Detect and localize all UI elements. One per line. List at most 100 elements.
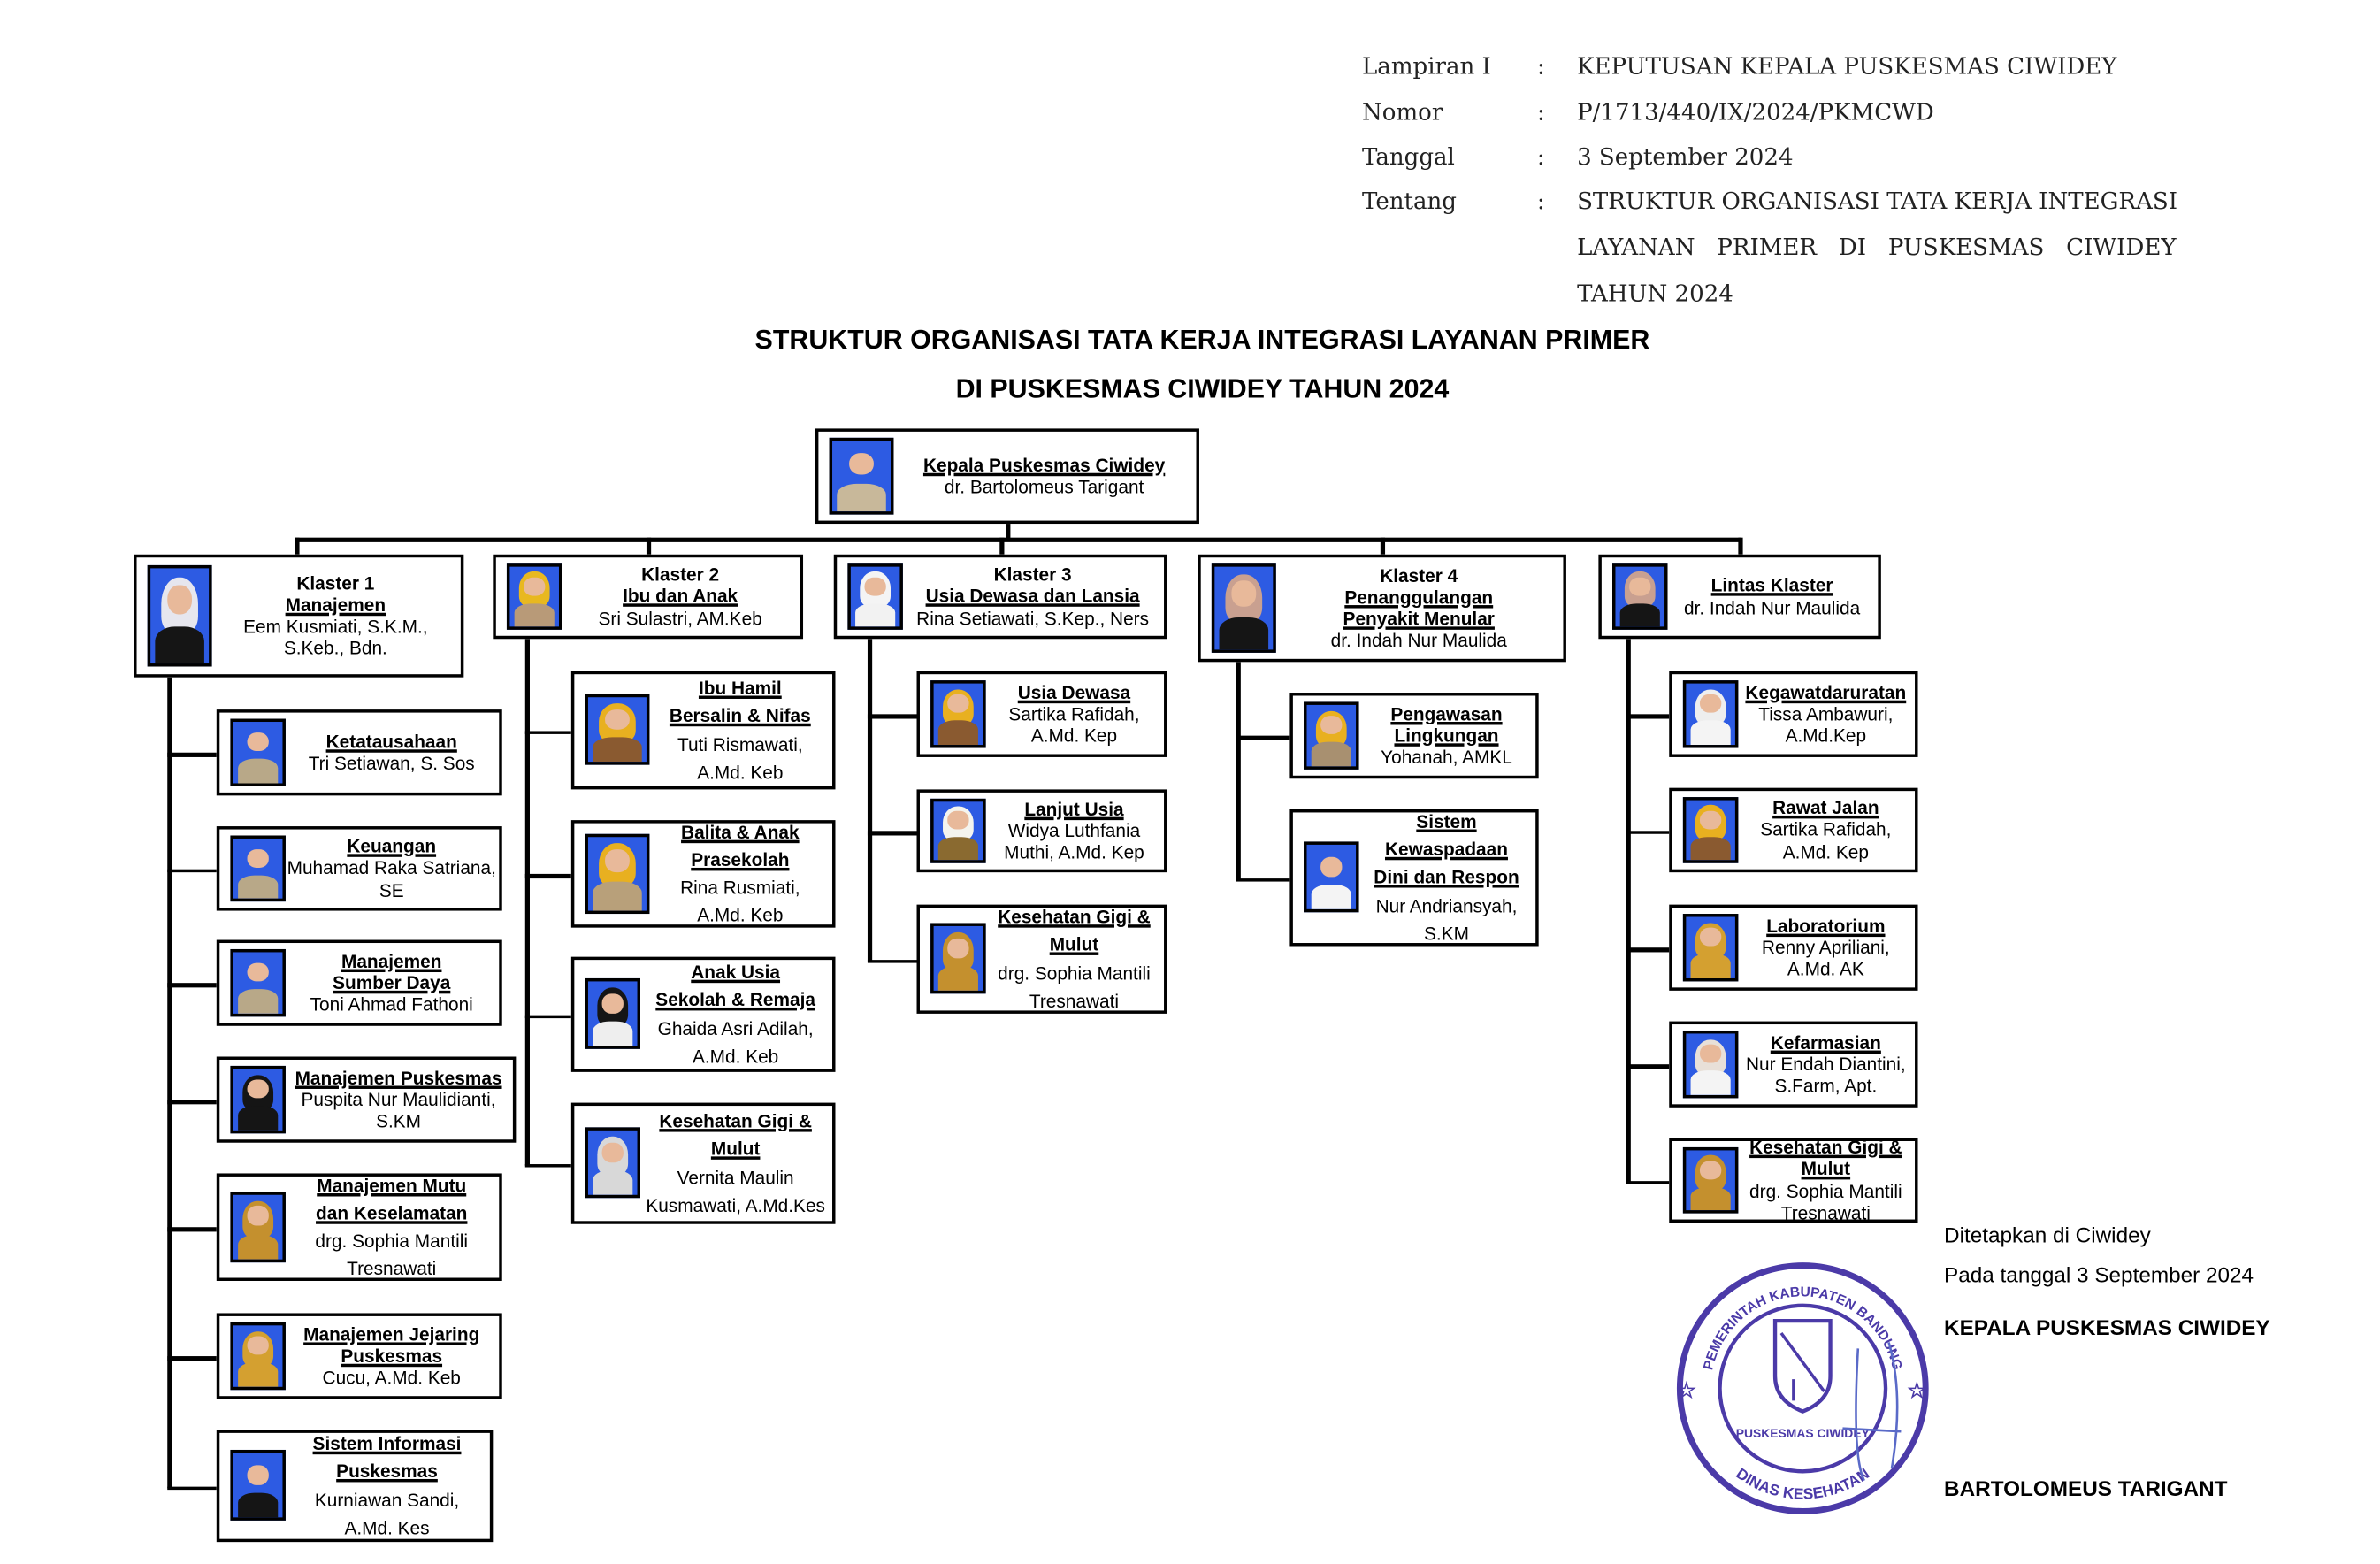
connector-line: [1626, 639, 1630, 1183]
unit-title: Pengawasan: [1390, 702, 1503, 725]
header-label: Tentang: [1362, 187, 1458, 216]
unit-cluster-label: Klaster 1: [296, 572, 375, 594]
unit-person-name: A.Md. Kes: [344, 1516, 430, 1539]
connector-line: [867, 959, 917, 963]
unit-person-name: Tresnawati: [1780, 1201, 1871, 1224]
unit-person-name: S.Farm, Apt.: [1774, 1075, 1878, 1097]
unit-title: Sistem: [1416, 810, 1477, 833]
unit-person-name: Sartika Rafidah,: [1008, 703, 1140, 725]
staff-photo-icon: [230, 717, 286, 786]
unit-title: Mulut: [1801, 1158, 1851, 1180]
unit-person-name: Muthi, A.Md. Kep: [1004, 841, 1144, 863]
unit-person-name: A.Md. Kep: [1782, 840, 1869, 863]
unit-person-name: Toni Ahmad Fathoni: [310, 993, 473, 1016]
header-label: Nomor: [1362, 98, 1443, 126]
connector-line: [167, 868, 217, 873]
connector-line: [1626, 1180, 1670, 1184]
header-value: 3 September 2024: [1577, 142, 1794, 171]
unit-title: Anak Usia: [691, 962, 781, 984]
connector-line: [1236, 662, 1240, 879]
unit-title: Puskesmas: [341, 1345, 443, 1368]
staff-photo-icon: [1612, 563, 1668, 629]
connector-line: [1236, 878, 1290, 882]
unit-person-name: A.Md. Keb: [692, 1045, 779, 1068]
unit-title: Ketatausahaan: [325, 731, 457, 753]
staff-photo-icon: [1682, 679, 1739, 748]
staff-photo-icon: [230, 1065, 286, 1133]
unit-title: Kewaspadaan: [1384, 839, 1508, 861]
header-sep: :: [1536, 98, 1545, 126]
unit-person-name: S.Keb., Bdn.: [283, 637, 387, 660]
staff-photo-icon: [1304, 701, 1359, 769]
stamp-top-text: PEMERINTAH KABUPATEN BANDUNG: [1701, 1284, 1904, 1371]
unit-title: dan Keselamatan: [316, 1202, 468, 1224]
document-title: STRUKTUR ORGANISASI TATA KERJA INTEGRASI…: [754, 324, 1650, 356]
staff-photo-icon: [930, 797, 986, 862]
unit-title: Ibu dan Anak: [623, 586, 738, 608]
unit-title: Sekolah & Remaja: [655, 989, 815, 1012]
connector-line: [1626, 830, 1670, 834]
staff-photo-icon: [930, 923, 986, 994]
header-sep: :: [1536, 142, 1545, 171]
connector-line: [646, 537, 651, 555]
header-sep: :: [1536, 52, 1545, 80]
unit-cluster-label: Klaster 2: [641, 564, 720, 586]
connector-line: [167, 752, 217, 757]
staff-photo-icon: [230, 834, 286, 901]
unit-title: Rawat Jalan: [1772, 797, 1879, 819]
signature-name: BARTOLOMEUS TARIGANT: [1944, 1476, 2228, 1501]
staff-photo-icon: [230, 1322, 286, 1390]
unit-cluster-label: Klaster 4: [1380, 564, 1458, 586]
signature-date: Pada tanggal 3 September 2024: [1944, 1262, 2254, 1287]
staff-photo-icon: [585, 694, 650, 765]
connector-line: [867, 714, 917, 718]
unit-person-name: Cucu, A.Md. Keb: [322, 1367, 461, 1389]
signature-place: Ditetapkan di Ciwidey: [1944, 1223, 2151, 1247]
official-stamp-icon: PEMERINTAH KABUPATEN BANDUNG DINAS KESEH…: [1676, 1262, 1929, 1514]
unit-person-name: Rina Rusmiati,: [680, 877, 800, 899]
header-sep: :: [1536, 187, 1545, 216]
connector-line: [295, 537, 1741, 542]
unit-person-name: Tuti Rismawati,: [677, 733, 803, 755]
unit-person-name: A.Md. Keb: [697, 904, 784, 927]
connector-line: [524, 1163, 571, 1168]
unit-person-name: S.KM: [376, 1110, 422, 1132]
connector-line: [999, 537, 1004, 555]
unit-title: Lanjut Usia: [1024, 798, 1124, 820]
unit-title: Kefarmasian: [1770, 1031, 1881, 1054]
unit-title: Lintas Klaster: [1710, 574, 1833, 597]
unit-title: Keuangan: [347, 835, 437, 858]
unit-person-name: Nur Endah Diantini,: [1746, 1053, 1906, 1076]
unit-person-name: Tresnawati: [347, 1258, 437, 1280]
staff-photo-icon: [585, 978, 640, 1049]
header-value-cont: LAYANAN PRIMER DI PUSKESMAS CIWIDEY: [1577, 233, 2177, 262]
